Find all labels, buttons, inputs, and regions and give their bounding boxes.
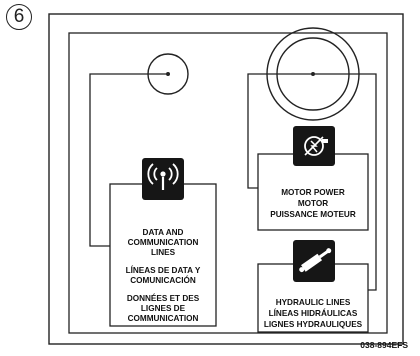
step-number-badge: 6: [6, 4, 32, 30]
hydraulic-label-fr: LIGNES HYDRAULIQUES: [263, 320, 363, 329]
hydraulic-label-en: HYDRAULIC LINES: [275, 298, 351, 307]
panel-frame: [68, 32, 388, 334]
data-lines-label-es: LÍNEAS DE DATA Y COMUNICACIÓN: [125, 266, 201, 285]
reference-code: 038-894EFS: [360, 340, 408, 350]
motor-plug-icon: [293, 126, 335, 166]
data-lines-box: [109, 183, 217, 327]
motor-power-label-fr: PUISSANCE MOTEUR: [270, 210, 356, 219]
motor-power-box: [257, 153, 369, 231]
outer-frame: [48, 13, 404, 345]
data-lines-label-fr: DONNÉES ET DES LIGNES DE COMMUNICATION: [126, 294, 200, 323]
motor-power-label-en: MOTOR POWER: [281, 188, 345, 197]
wireless-antenna-icon: [142, 158, 184, 200]
data-line-route: [89, 73, 166, 247]
motor-line-route: [247, 73, 311, 189]
hydraulic-line-route: [315, 73, 377, 291]
hydraulic-label-es: LÍNEAS HIDRÁULICAS: [268, 309, 358, 318]
motor-power-label-es: MOTOR: [297, 199, 329, 208]
hydraulic-cylinder-icon: [293, 240, 335, 282]
data-lines-label-en: DATA AND COMMUNICATION LINES: [127, 228, 199, 257]
